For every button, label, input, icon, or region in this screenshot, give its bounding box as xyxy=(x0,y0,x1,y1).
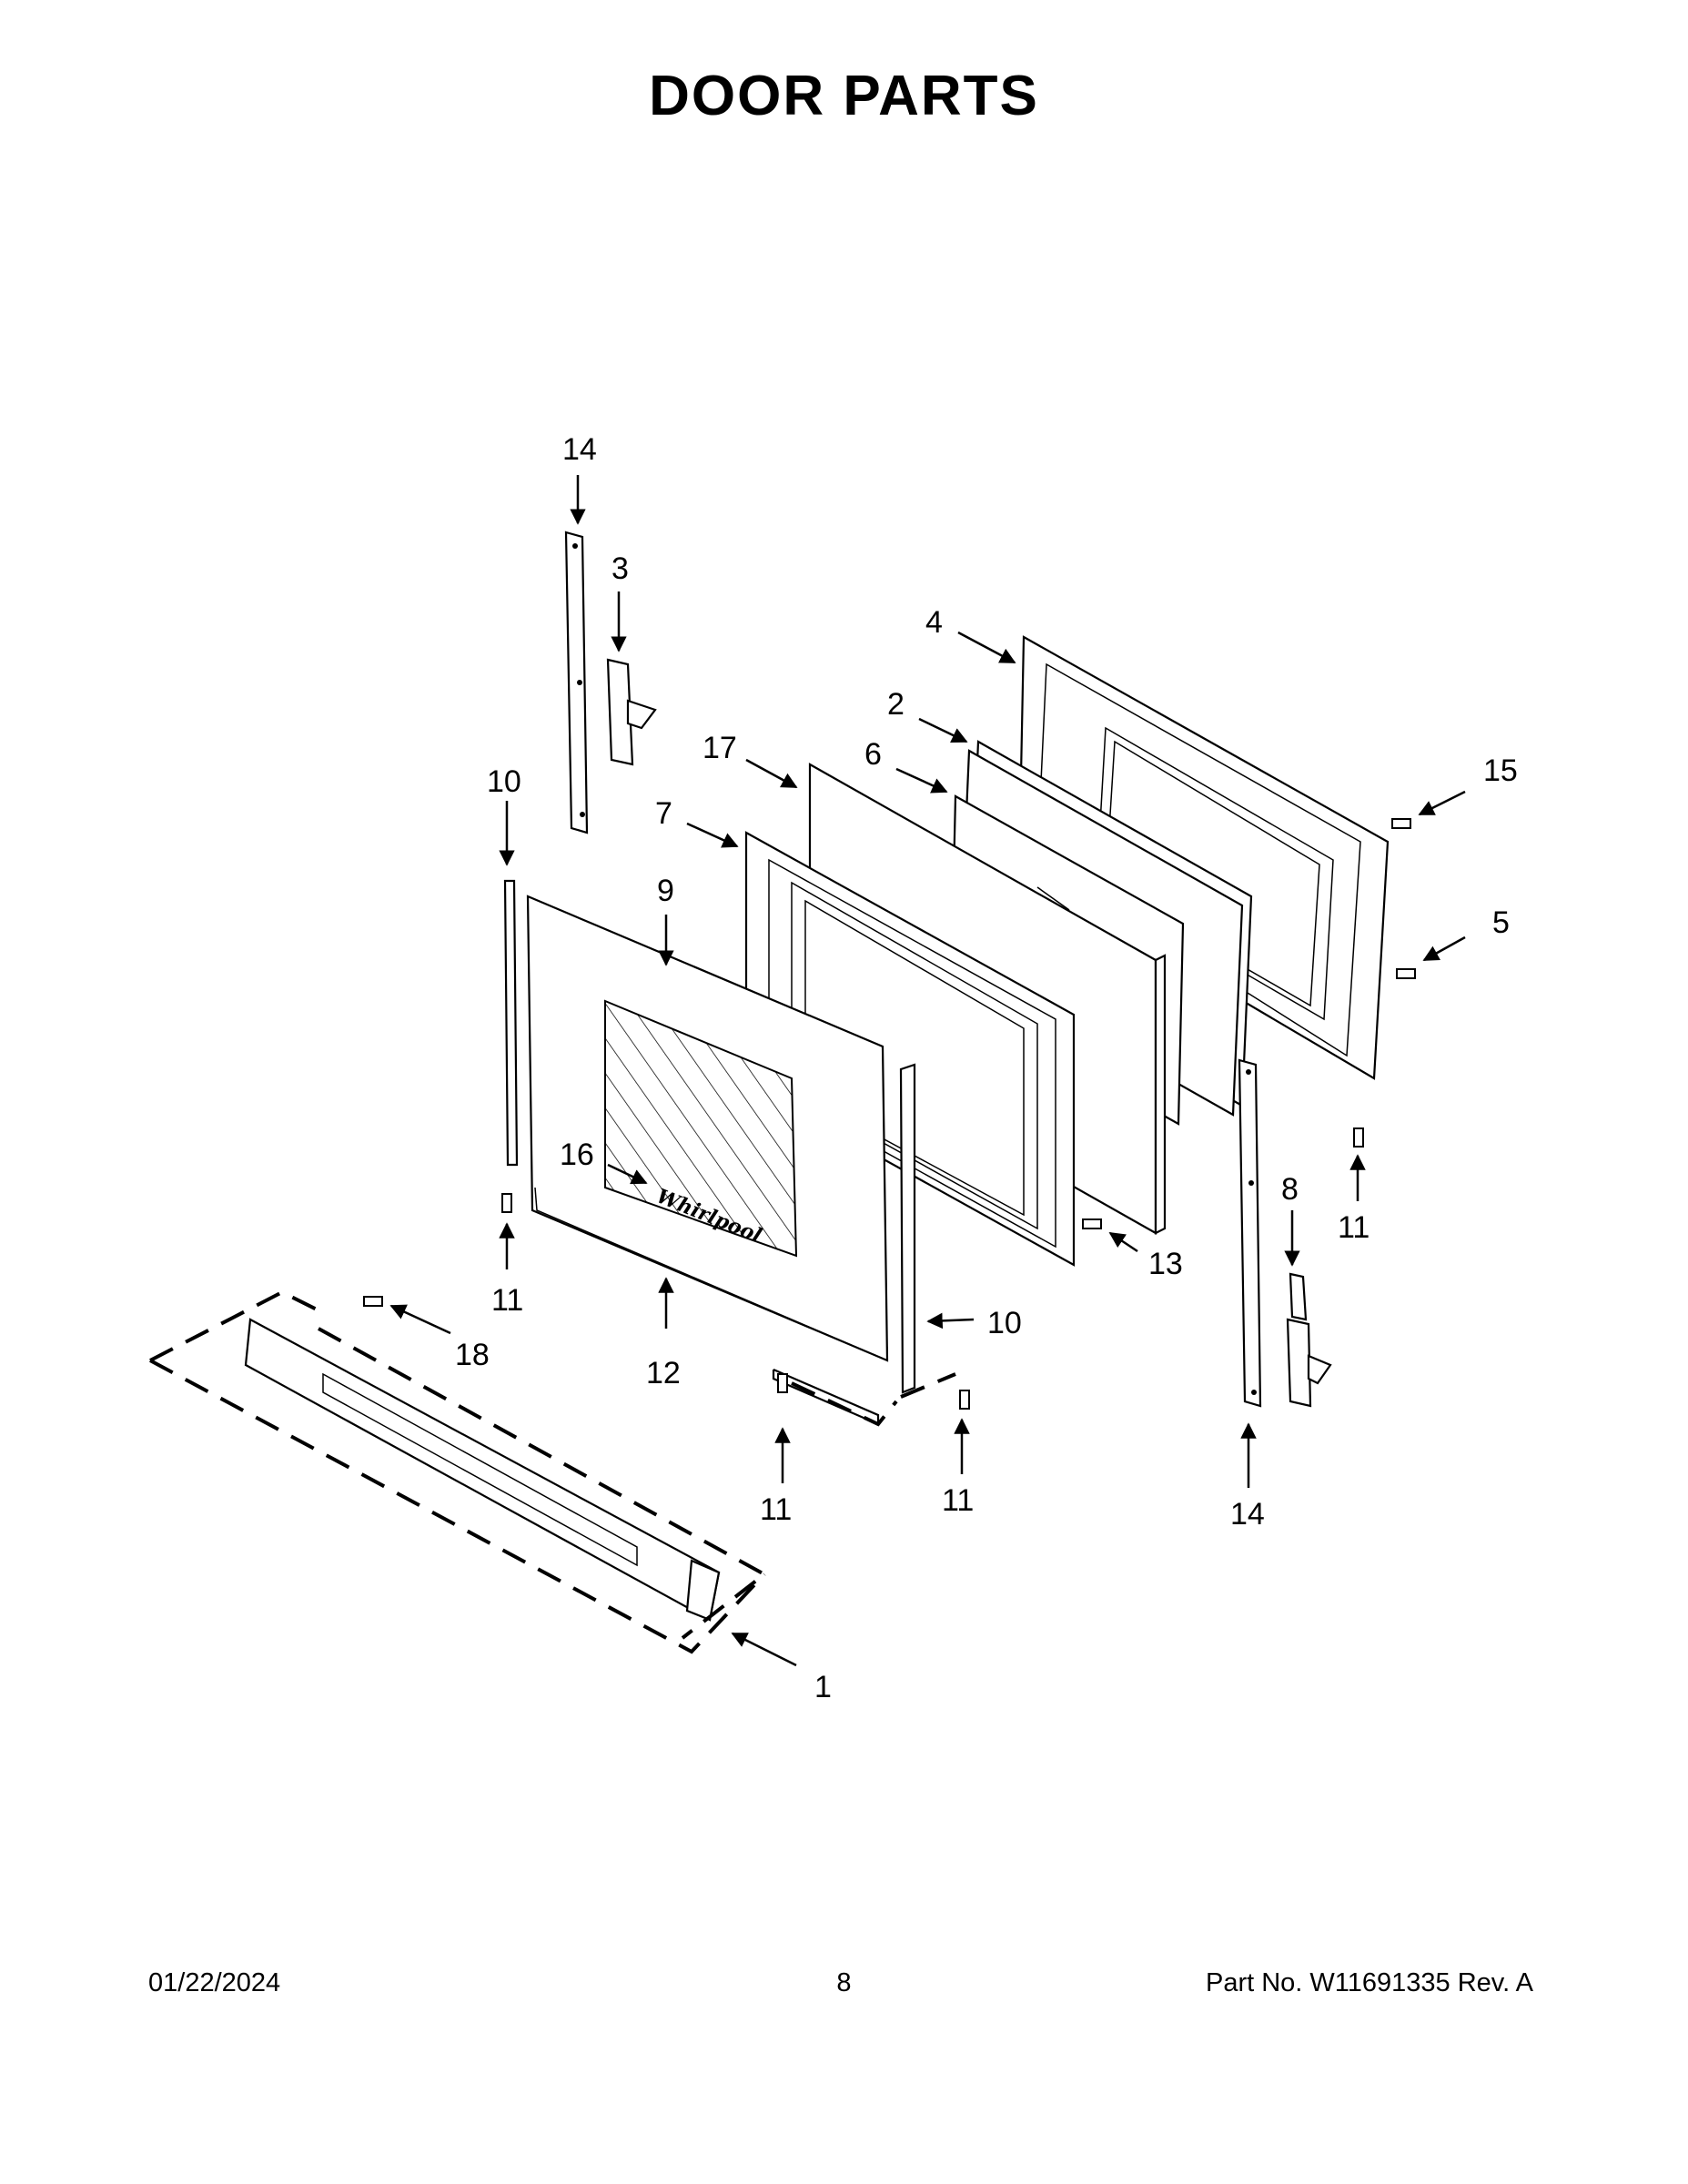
door-handle xyxy=(244,1318,721,1622)
callout-2: 2 xyxy=(887,687,905,722)
callout-11-bottom-right: 11 xyxy=(942,1483,974,1518)
callout-11-right: 11 xyxy=(1338,1210,1370,1245)
callout-10-right: 10 xyxy=(987,1306,1022,1340)
hinge-receiver-left xyxy=(564,531,589,834)
footer-date: 01/22/2024 xyxy=(148,1968,281,1997)
handle-dashed-outline xyxy=(149,1289,768,1654)
callout-11-bottom-center: 11 xyxy=(760,1492,792,1527)
page-title: DOOR PARTS xyxy=(649,65,1039,127)
callout-12: 12 xyxy=(646,1356,681,1390)
callout-7: 7 xyxy=(655,796,672,831)
door-side-trim-right xyxy=(899,1063,916,1394)
callout-13: 13 xyxy=(1148,1247,1183,1281)
callout-15: 15 xyxy=(1483,753,1518,788)
inner-door-panel xyxy=(1017,635,1390,1080)
footer-part-number: Part No. W11691335 Rev. A xyxy=(1205,1968,1533,1997)
door-side-trim-left xyxy=(503,879,519,1167)
screw-icon xyxy=(363,818,1416,1410)
callout-3: 3 xyxy=(612,551,629,586)
callout-5: 5 xyxy=(1492,905,1510,940)
callout-labels: 14 3 4 2 17 6 15 7 10 9 5 16 11 8 13 10 … xyxy=(455,432,1518,1704)
callout-4: 4 xyxy=(925,605,943,640)
callout-14-top: 14 xyxy=(562,432,597,467)
hinge-receiver-right xyxy=(1238,1058,1262,1408)
callout-16: 16 xyxy=(560,1138,594,1172)
callout-8: 8 xyxy=(1281,1172,1299,1207)
callout-1: 1 xyxy=(814,1670,832,1704)
callout-18: 18 xyxy=(455,1338,490,1372)
callout-17: 17 xyxy=(702,731,737,765)
footer-page-number: 8 xyxy=(836,1968,852,1997)
callout-10-left: 10 xyxy=(487,764,521,799)
callout-11-left: 11 xyxy=(491,1283,523,1318)
door-hinge-left xyxy=(606,658,657,766)
door-hinge-right xyxy=(1286,1272,1332,1408)
callout-14-bottom: 14 xyxy=(1230,1497,1265,1532)
callout-6: 6 xyxy=(864,737,882,772)
callout-arrows xyxy=(389,475,1466,1667)
callout-9: 9 xyxy=(657,874,674,908)
trim-dashed-outline xyxy=(791,1372,956,1427)
